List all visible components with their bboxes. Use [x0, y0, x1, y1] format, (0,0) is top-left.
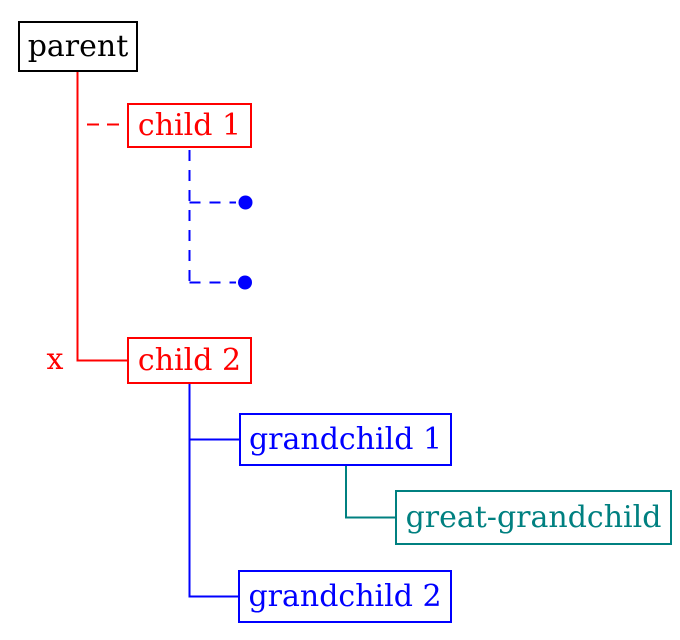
node-child-2: child 2	[127, 337, 252, 384]
hidden-child-dot-2	[238, 275, 252, 290]
node-grandchild-1: grandchild 1	[239, 413, 452, 466]
node-great-grandchild-label: great-grandchild	[405, 499, 662, 535]
edge-child2-grandchild2	[188, 384, 238, 598]
edge-label-x: x	[46, 342, 64, 377]
edge-grandchild1-greatgrandchild	[345, 466, 395, 519]
node-parent: parent	[18, 21, 138, 72]
node-parent-label: parent	[27, 28, 129, 64]
node-grandchild-2-label: grandchild 2	[248, 578, 442, 614]
node-child-1-label: child 1	[137, 107, 242, 143]
node-grandchild-1-label: grandchild 1	[248, 421, 443, 457]
node-child-2-label: child 2	[137, 342, 242, 378]
node-great-grandchild: great-grandchild	[395, 490, 672, 545]
node-child-1: child 1	[127, 103, 252, 148]
node-grandchild-2: grandchild 2	[238, 570, 452, 623]
hidden-child-dot-1	[238, 195, 253, 210]
edge-parent-child2	[76, 72, 127, 362]
